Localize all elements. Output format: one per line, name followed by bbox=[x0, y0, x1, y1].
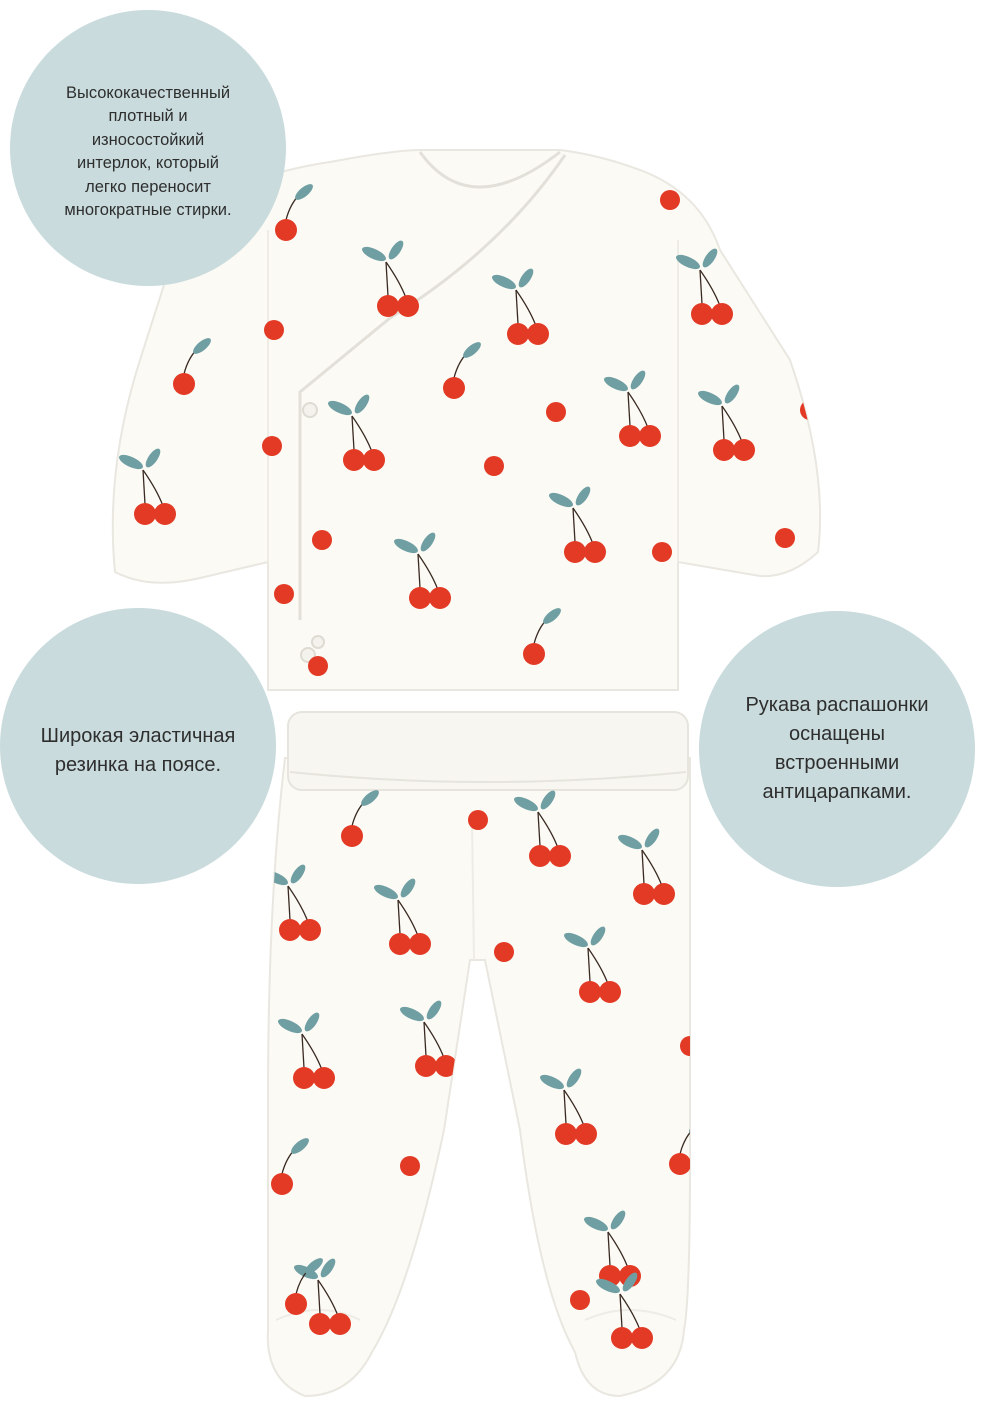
elastic-waistband bbox=[287, 711, 689, 791]
callout-sleeves: Рукава распашонки оснащены встроенными а… bbox=[699, 611, 975, 887]
snap-button bbox=[302, 402, 318, 418]
callout-waistband: Широкая эластичная резинка на поясе. bbox=[0, 608, 276, 884]
callout-waistband-text: Широкая эластичная резинка на поясе. bbox=[40, 725, 236, 776]
callout-sleeves-text: Рукава распашонки оснащены встроенными а… bbox=[745, 694, 929, 803]
callout-fabric-quality: Высококачественный плотный и износостойк… bbox=[10, 10, 286, 286]
callout-fabric-text: Высококачественный плотный и износостойк… bbox=[64, 83, 232, 220]
footed-pants bbox=[266, 711, 691, 1398]
snap-button bbox=[311, 635, 325, 649]
wrap-top-shirt bbox=[111, 149, 822, 691]
